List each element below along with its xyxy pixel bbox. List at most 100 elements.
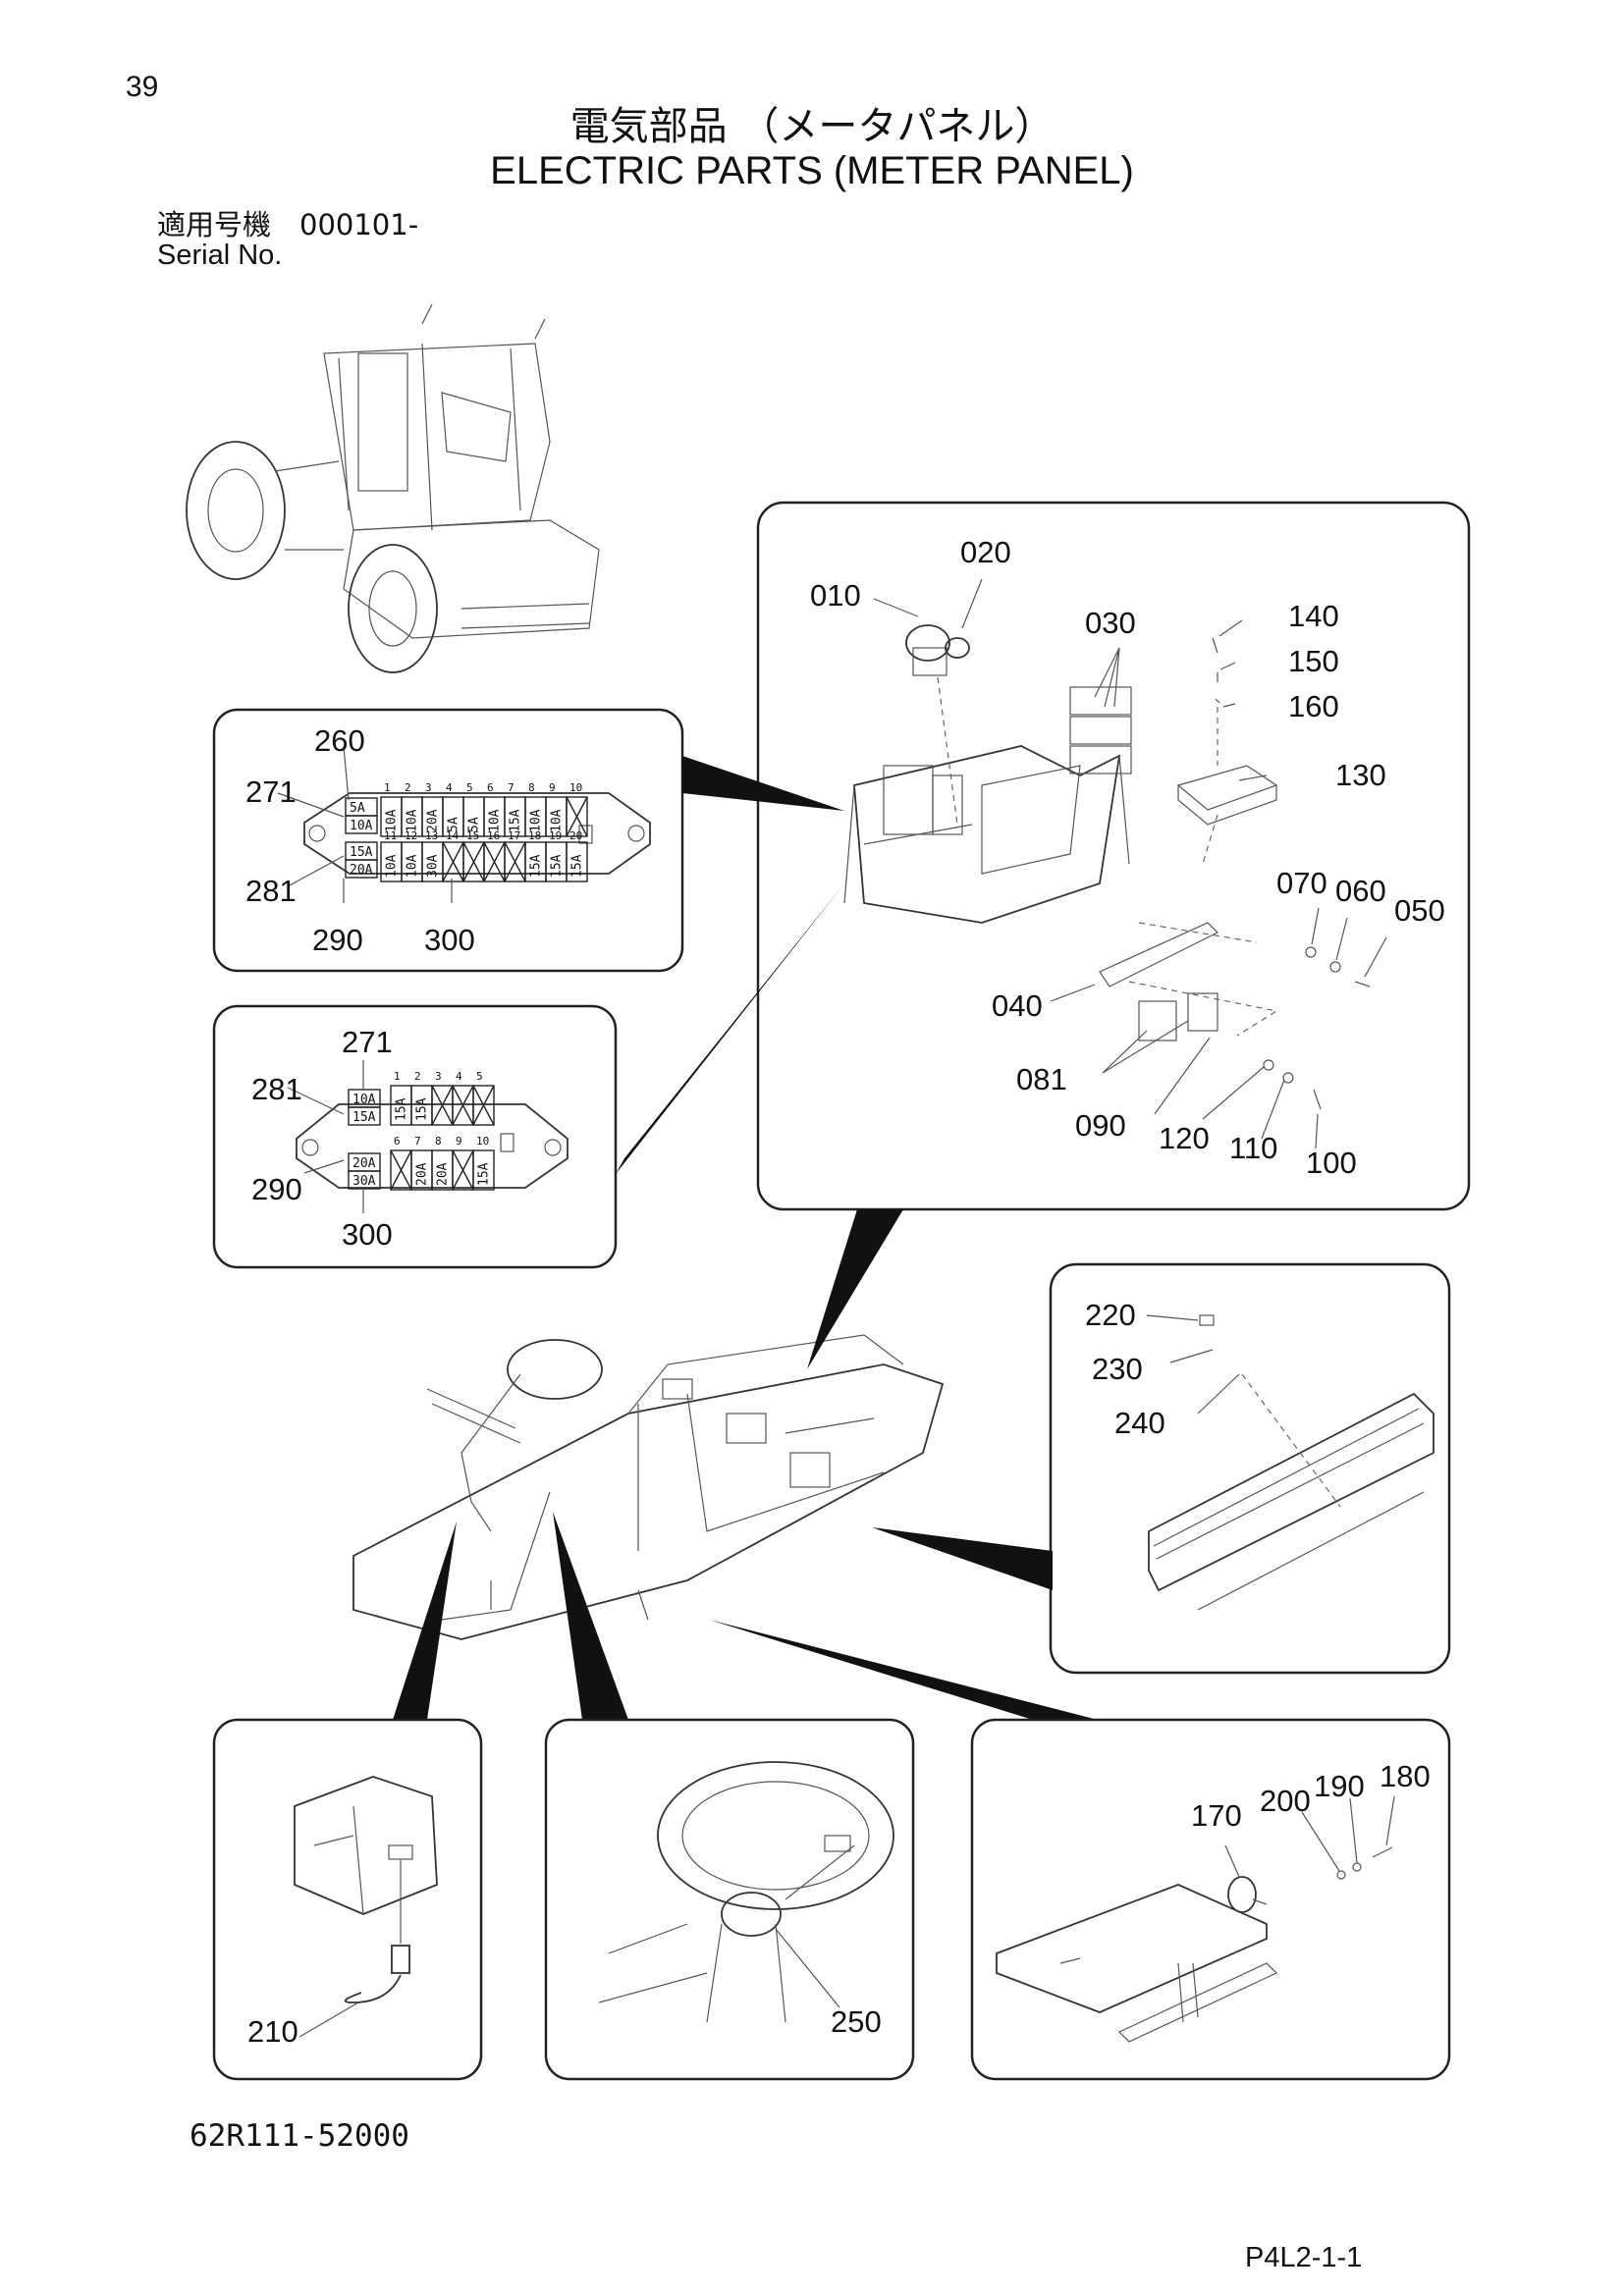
fuse-cell [566, 796, 588, 837]
connector-wedge-fuse-b [616, 883, 844, 1174]
callout-label: 110 [1229, 1131, 1277, 1165]
callout-label: 070 [1276, 866, 1327, 900]
fuse-slot-empty [462, 841, 485, 882]
fuse-cell [472, 1085, 495, 1126]
machine-overview-illustration [186, 303, 600, 673]
callout-label: 030 [1085, 606, 1136, 640]
fuse-rating-label: 5A [467, 817, 482, 832]
fuse-position-number: 12 [405, 829, 417, 842]
fuse-rating-label: 10A [385, 854, 400, 878]
bottom-left-detail-illustration [294, 1776, 438, 2038]
fuse-position-number: 5 [466, 781, 473, 794]
callout-label: 281 [251, 1072, 302, 1106]
callout-label: 271 [245, 774, 297, 809]
bottom-left-detail-box [212, 1718, 483, 2081]
fuse-slot-empty [504, 841, 526, 882]
callout-label: 140 [1288, 599, 1339, 633]
fuse-rating-label: 20A [352, 1156, 376, 1171]
fuse-rating-label: 15A [509, 809, 523, 832]
callout-label: 100 [1306, 1146, 1357, 1180]
fuse-position-number: 3 [425, 781, 432, 794]
title-japanese: 電気部品 （メータパネル） [569, 104, 1055, 149]
callout-label: 150 [1288, 644, 1339, 678]
fuse-position-number: 7 [508, 781, 514, 794]
connector-wedge-main [807, 1209, 903, 1369]
fuse-rating-label: 15A [415, 1097, 430, 1121]
fuse-rating-label: 15A [477, 1162, 492, 1186]
bottom-right-detail-box [970, 1718, 1451, 2081]
fuse-rating-label: 10A [529, 809, 544, 832]
callout-label: 060 [1335, 874, 1386, 908]
page-number: 39 [126, 71, 159, 103]
fuse-rating-label: 10A [488, 809, 503, 832]
fuse-rating-label: 20A [426, 809, 441, 832]
callout-label: 200 [1260, 1784, 1311, 1818]
fuse-rating-label: 15A [550, 854, 565, 878]
callout-label: 010 [810, 578, 861, 613]
fuse-position-number: 16 [487, 829, 500, 842]
fuse-position-number: 6 [487, 781, 494, 794]
fuse-rating-label: 15A [570, 854, 585, 878]
fuse-rating-label: 10A [350, 819, 373, 833]
connector-wedge-bottom-mid [553, 1512, 628, 1720]
fuse-position-number: 20 [569, 829, 582, 842]
callout-label: 160 [1288, 689, 1339, 723]
fuse-cell [345, 815, 378, 834]
callout-label: 300 [424, 923, 475, 957]
connector-wedge-bottom-left [393, 1522, 457, 1720]
serial-label-japanese: 適用号機 000101- [157, 208, 419, 241]
fuse-cell [348, 1170, 381, 1190]
fuse-position-number: 9 [456, 1135, 462, 1148]
bottom-mid-detail-illustration [598, 1761, 894, 2023]
page-code: P4L2-1-1 [1245, 2242, 1363, 2273]
fuse-slot-empty [390, 1149, 412, 1191]
fuse-position-number: 4 [446, 781, 453, 794]
main-detail-box [756, 501, 1471, 1211]
fuse-position-number: 17 [508, 829, 520, 842]
fuse-position-number: 2 [414, 1070, 421, 1083]
callout-label: 190 [1314, 1769, 1365, 1803]
fuse-rating-label: 10A [352, 1093, 376, 1107]
fuse-rating-label: 20A [436, 1162, 451, 1186]
fuse-position-number: 8 [528, 781, 535, 794]
fuse-position-number: 3 [435, 1070, 442, 1083]
fuse-rating-label: 5A [350, 801, 365, 816]
drawing-number: 62R111-52000 [189, 2118, 409, 2154]
callout-label: 300 [342, 1217, 393, 1252]
fuse-slot-empty [452, 1149, 474, 1191]
fuse-position-number: 5 [476, 1070, 483, 1083]
floor-frame-illustration [352, 1334, 945, 1640]
callout-label: 090 [1075, 1108, 1126, 1143]
fuse-slot-empty [442, 841, 464, 882]
callout-label: 271 [342, 1025, 393, 1059]
fuse-cell [566, 841, 588, 882]
fuse-position-number: 10 [476, 1135, 489, 1148]
fuse-position-number: 8 [435, 1135, 442, 1148]
fuse-box-b-detail-box [212, 1004, 618, 1269]
fuse-position-number: 6 [394, 1135, 401, 1148]
callout-label: 260 [314, 723, 365, 758]
fuse-rating-label: 20A [350, 863, 373, 878]
callout-label: 040 [992, 988, 1043, 1023]
callout-label: 290 [251, 1172, 302, 1206]
fuse-rating-label: 10A [385, 809, 400, 832]
callout-label: 230 [1092, 1352, 1143, 1386]
fuse-rating-label: 15A [350, 845, 373, 860]
fuse-rating-label: 20A [415, 1162, 430, 1186]
callout-label: 050 [1394, 893, 1445, 928]
fuse-slot-empty [483, 841, 506, 882]
fuse-rating-label: 15A [395, 1097, 409, 1121]
fuse-box-a-detail-box [212, 708, 684, 973]
callout-label: 281 [245, 874, 297, 908]
callout-label: 220 [1085, 1298, 1136, 1332]
callout-label: 290 [312, 923, 363, 957]
connector-wedge-bottom-right [709, 1620, 1098, 1720]
fuse-cell [345, 859, 378, 879]
fuse-position-number: 7 [414, 1135, 421, 1148]
fuse-slot-empty [472, 1085, 495, 1126]
fuse-position-number: 2 [405, 781, 411, 794]
callout-label: 170 [1191, 1798, 1242, 1833]
